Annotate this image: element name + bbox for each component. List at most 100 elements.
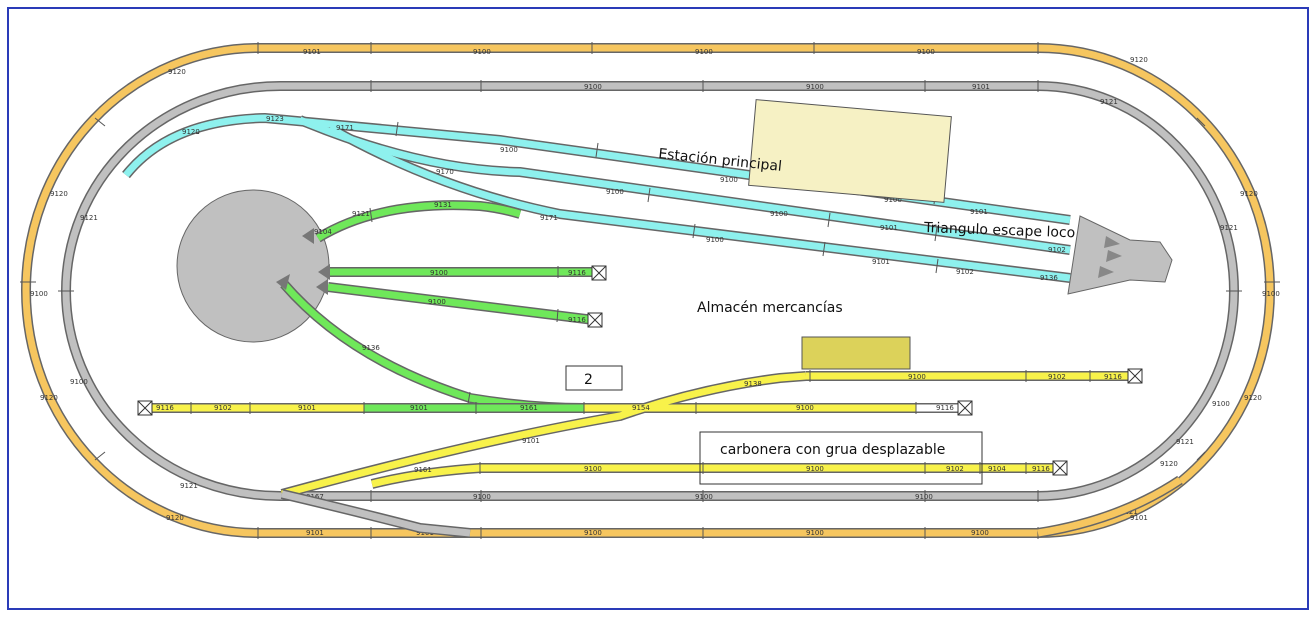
inner-left-code-4: 9121 [180, 482, 198, 490]
spur-code-7: 9116 [568, 316, 586, 324]
station-code-13: 9101 [872, 258, 890, 266]
yard-code-10: 9154 [632, 404, 650, 412]
outer-right-code-4: 9120 [1244, 394, 1262, 402]
outer-bottom-code-5: 9100 [971, 529, 989, 537]
station-code-8: 9100 [770, 210, 788, 218]
outer-bottom-code-3: 9100 [584, 529, 602, 537]
outer-top-code-1: 9101 [303, 48, 321, 56]
yard-code-9: 9161 [520, 404, 538, 412]
inner-top-code-2: 9100 [806, 83, 824, 91]
station-code-16: 9120 [182, 128, 200, 136]
spur-code-1: 9131 [434, 201, 452, 209]
outer-top-code-4: 9100 [917, 48, 935, 56]
outer-right-code-5: 9120 [1160, 460, 1178, 468]
spur-code-2: 9121 [352, 210, 370, 218]
yard-code-17: 9102 [946, 465, 964, 473]
station-code-1: 9123 [266, 115, 284, 123]
station-code-6: 9171 [336, 124, 354, 132]
outer-right-code-1: 9120 [1130, 56, 1148, 64]
station-track-low [328, 124, 1071, 282]
yard-code-13: 9161 [414, 466, 432, 474]
station-code-17: 9170 [436, 168, 454, 176]
triangle-label: Triangulo escape loco [923, 220, 1076, 241]
spur-code-8: 9136 [362, 344, 380, 352]
buffer-stop-yard-low [1052, 460, 1068, 476]
yard-code-12: 9116 [936, 404, 954, 412]
layout-border [7, 7, 1309, 610]
outer-left-code-4: 9120 [40, 394, 58, 402]
number-box: 2 [565, 365, 623, 391]
inner-top-code-1: 9100 [584, 83, 602, 91]
outer-right-code-3: 9100 [1262, 290, 1280, 298]
yard-code-2: 9100 [908, 373, 926, 381]
station-code-14: 9102 [956, 268, 974, 276]
station-track-main [123, 114, 1071, 224]
inner-right-code-3: 9100 [1212, 400, 1230, 408]
station-code-11: 9171 [540, 214, 558, 222]
number-box-label: 2 [584, 372, 593, 388]
inner-left-code-3: 9100 [70, 378, 88, 386]
outer-left-code-3: 9100 [30, 290, 48, 298]
station-code-4: 9100 [884, 196, 902, 204]
yard-code-7: 9101 [298, 404, 316, 412]
yard-code-1: 9138 [744, 380, 762, 388]
buffer-stop-yard-top [1127, 368, 1143, 384]
outer-left-code-2: 9120 [50, 190, 68, 198]
station-code-7: 9100 [606, 188, 624, 196]
station-tracks: 9123 9100 9100 9100 9101 9171 9100 9100 … [122, 112, 1071, 283]
triangle-escape [1067, 215, 1173, 295]
yard-code-8: 9101 [410, 404, 428, 412]
inner-bottom-code-2: 9100 [473, 493, 491, 501]
spur-track-3 [327, 283, 595, 324]
outer-left-code-1: 9120 [168, 68, 186, 76]
inner-loop-track [62, 82, 1238, 500]
station-code-5: 9101 [970, 208, 988, 216]
inner-left-code-2: 9121 [80, 214, 98, 222]
warehouse-building [801, 336, 911, 370]
yard-tracks: 9138 9100 9102 9116 9116 9102 9101 9101 … [137, 368, 1143, 499]
outer-top-code-3: 9100 [695, 48, 713, 56]
yard-code-11: 9100 [796, 404, 814, 412]
inner-loop: 9100 9100 9101 9167 9100 9100 9100 9121 … [58, 80, 1242, 516]
inner-right-code-1: 9121 [1100, 98, 1118, 106]
outer-bottom-code-6: 9101 [1130, 514, 1148, 522]
inner-right-code-4: 9121 [1176, 438, 1194, 446]
turntable [176, 189, 330, 343]
buffer-stop-spur-3 [587, 312, 603, 328]
yard-code-19: 9116 [1032, 465, 1050, 473]
turntable-spurs: 9131 9121 9104 9100 9116 9100 9116 9136 [276, 200, 607, 413]
spur-code-6: 9100 [428, 298, 446, 306]
yard-code-4: 9116 [1104, 373, 1122, 381]
station-code-9: 9101 [880, 224, 898, 232]
yard-code-16: 9100 [806, 465, 824, 473]
outer-bottom-code-4: 9100 [806, 529, 824, 537]
station-code-10: 9102 [1048, 246, 1066, 254]
spur-code-3: 9104 [314, 228, 332, 236]
warehouse-label: Almacén mercancías [697, 300, 843, 316]
yard-track-diagonal [281, 372, 807, 498]
yard-code-14: 9101 [522, 437, 540, 445]
inner-bottom-code-3: 9100 [695, 493, 713, 501]
outer-top-code-2: 9100 [473, 48, 491, 56]
coal-box: carbonera con grua desplazable [699, 431, 983, 485]
buffer-stop-yard-left [137, 400, 153, 416]
station-code-12: 9100 [706, 236, 724, 244]
station-code-15: 9136 [1040, 274, 1058, 282]
inner-top-code-3: 9101 [972, 83, 990, 91]
spur-track-1 [316, 201, 522, 241]
outer-right-code-2: 9120 [1240, 190, 1258, 198]
station-code-2: 9100 [500, 146, 518, 154]
yard-code-18: 9104 [988, 465, 1006, 473]
inner-bottom-code-4: 9100 [915, 493, 933, 501]
outer-left-code-5: 9120 [166, 514, 184, 522]
spur-code-5: 9116 [568, 269, 586, 277]
yard-code-6: 9102 [214, 404, 232, 412]
yard-track-low [371, 464, 1060, 488]
coal-label: carbonera con grua desplazable [720, 442, 945, 458]
spur-code-4: 9100 [430, 269, 448, 277]
buffer-stop-yard-mid-right [957, 400, 973, 416]
station-code-3: 9100 [720, 176, 738, 184]
inner-right-code-2: 9121 [1220, 224, 1238, 232]
yard-code-5: 9116 [156, 404, 174, 412]
